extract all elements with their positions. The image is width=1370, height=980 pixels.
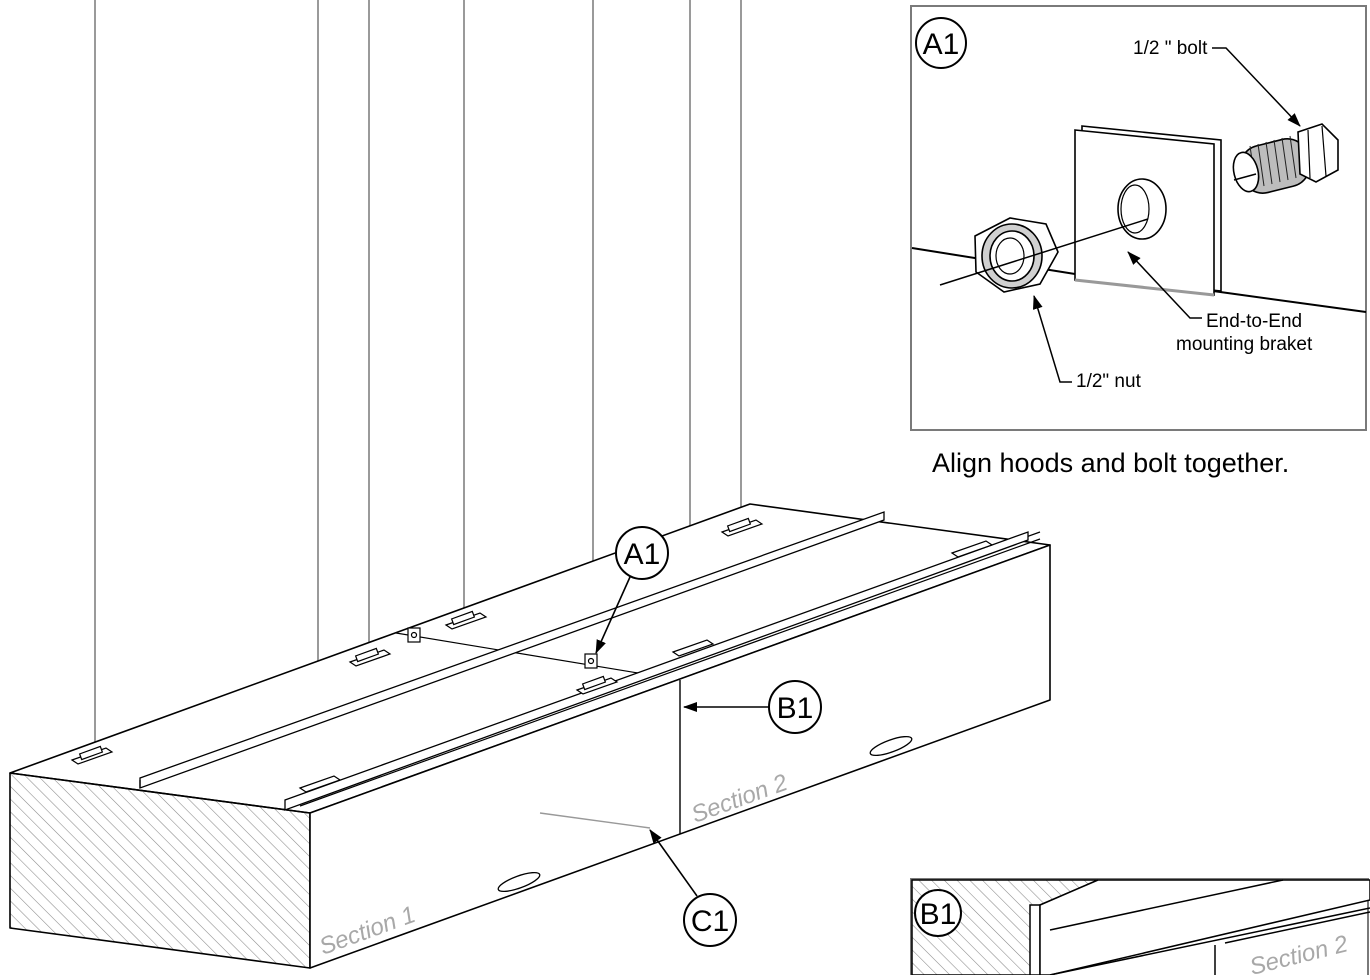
nut-label: 1/2" nut — [1076, 371, 1142, 392]
front-rail — [284, 531, 1029, 811]
joint-brackets — [407, 627, 598, 669]
hanger-bracket — [950, 540, 994, 558]
callout-b1-label: B1 — [777, 692, 814, 725]
detail-a1-badge: A1 — [923, 28, 960, 61]
nut-leader — [1032, 295, 1072, 383]
hanger-bracket — [450, 610, 476, 626]
back-rail — [139, 511, 885, 789]
callout-b1: B1 — [683, 680, 822, 734]
front-seam — [299, 538, 1041, 807]
bracket-label-line2: mounting braket — [1176, 334, 1313, 355]
mounting-bracket — [1074, 125, 1222, 297]
logo-badge — [497, 871, 541, 893]
detail-a1-panel: A1 — [910, 5, 1367, 431]
detail-a1-caption: Align hoods and bolt together. — [932, 448, 1290, 478]
hanger-bracket — [581, 675, 607, 691]
section-joint-top — [395, 632, 651, 676]
callout-c1-arrow — [649, 829, 698, 897]
bolt — [1232, 123, 1339, 194]
hanger-brackets — [70, 517, 994, 793]
hanger-bracket — [671, 639, 715, 657]
hanger-bracket — [298, 775, 342, 793]
callout-a1-arrow — [595, 576, 631, 654]
bolt-axis — [1233, 173, 1257, 181]
callout-c1-label: C1 — [691, 905, 729, 938]
logo-badge — [869, 735, 913, 757]
b1-top-face — [1039, 879, 1370, 975]
c1-indicator-line — [539, 812, 651, 829]
hanging-cables — [94, 0, 742, 782]
hood-assembly — [9, 503, 1051, 969]
bolt-axis — [939, 218, 1149, 286]
callout-a1-label: A1 — [624, 538, 661, 571]
hanger-bracket — [78, 745, 104, 761]
nut — [974, 217, 1059, 293]
bolt-label: 1/2 " bolt — [1133, 38, 1208, 59]
callout-c1: C1 — [649, 829, 737, 947]
detail-a1-frame — [910, 5, 1367, 431]
bolt-leader — [1212, 47, 1301, 127]
hanger-bracket — [354, 647, 380, 663]
hanger-bracket — [726, 517, 752, 533]
callout-a1: A1 — [595, 526, 669, 654]
detail-b1-badge: B1 — [920, 898, 957, 931]
bracket-leader — [1127, 251, 1202, 319]
detail-b1-panel: B1 Section 2 — [910, 878, 1370, 980]
bracket-label-line1: End-to-End — [1206, 311, 1302, 332]
